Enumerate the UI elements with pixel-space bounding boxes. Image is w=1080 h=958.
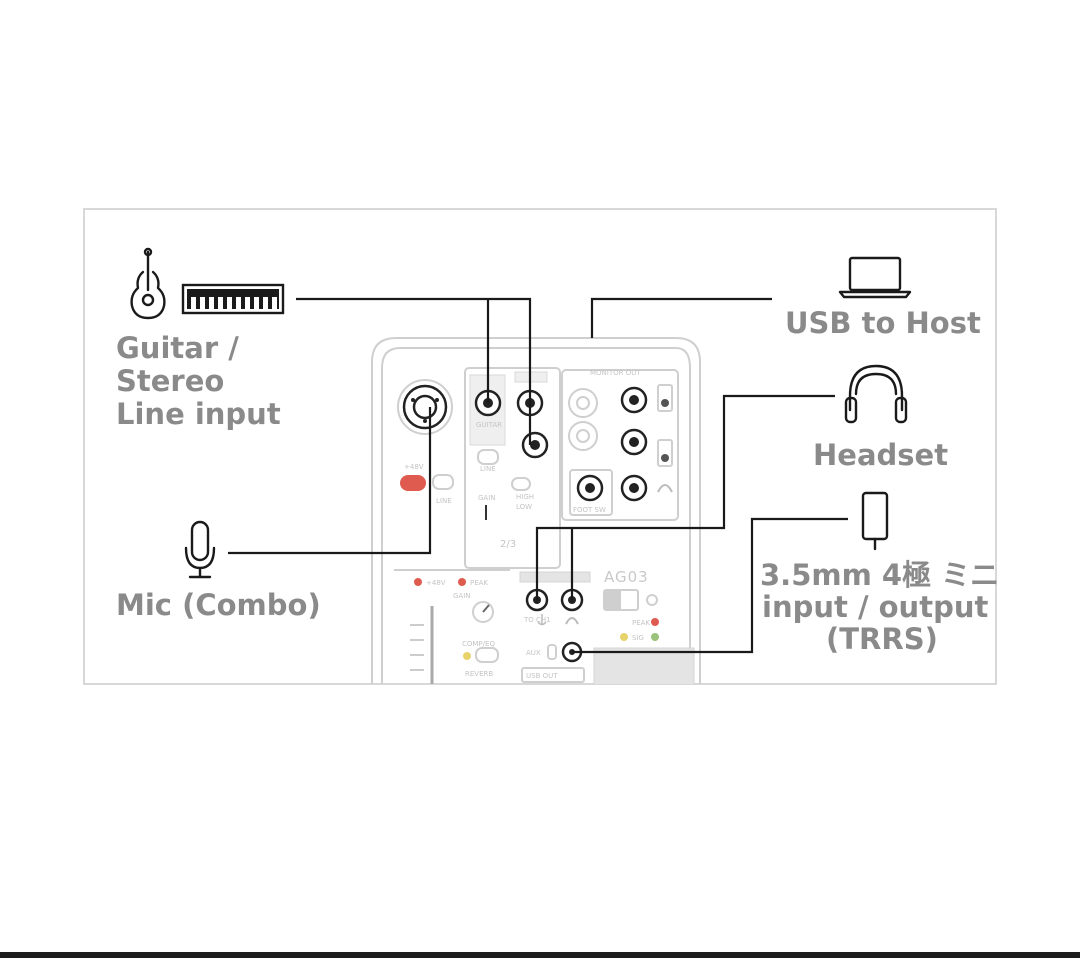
comp-button <box>475 647 499 663</box>
led-48v <box>414 578 422 586</box>
channel-text: 2/3 <box>500 539 516 550</box>
combo-pin-1 <box>411 398 415 402</box>
guitar-label-line1: Guitar / <box>116 331 239 365</box>
mic-label: Mic (Combo) <box>116 588 321 622</box>
laptop-icon <box>838 256 912 299</box>
monitor-out-text: MONITOR OUT <box>590 369 641 377</box>
high-text: HIGH <box>516 493 534 501</box>
guitar-icon <box>130 247 166 320</box>
monitor-switch-1-knob <box>661 399 669 407</box>
rca-r-inner <box>576 429 590 443</box>
phones-symbol <box>657 484 673 493</box>
line-jack-r-hole <box>530 440 540 450</box>
small-mic-symbol <box>537 614 547 626</box>
led-sig-left <box>620 633 628 641</box>
monitor-switch-2 <box>657 439 673 467</box>
bottom-right-panel <box>593 647 695 684</box>
gain-text-center: GAIN <box>478 494 496 502</box>
microphone-icon <box>184 520 216 579</box>
guitar-label-line3: Line input <box>116 397 281 431</box>
peak-right-text: PEAK <box>632 619 650 627</box>
led-peak <box>458 578 466 586</box>
led-48v-text: +48V <box>426 579 446 587</box>
wire-trrs <box>572 517 848 654</box>
trrs-label-line2: input / output <box>762 590 988 624</box>
headphones-icon <box>844 364 908 424</box>
wire-instrument <box>296 297 532 445</box>
model-name: AG03 <box>604 568 649 586</box>
device-body-inner <box>381 347 691 684</box>
rca-l-inner <box>576 396 590 410</box>
led-peak-right <box>651 618 659 626</box>
combo-pin-2 <box>435 398 439 402</box>
gain-text-strip: GAIN <box>453 592 471 600</box>
low-text: LOW <box>516 503 532 511</box>
smartphone-icon <box>861 491 889 551</box>
gain-switch <box>511 477 531 491</box>
bottom-border-bar <box>0 952 1080 958</box>
plus48v-text: +48V <box>404 463 424 471</box>
trrs-label-line1: 3.5mm 4極 ミニ <box>760 558 999 592</box>
combo-jack-outer <box>397 379 453 435</box>
foot-sw-jack-hole <box>585 483 595 493</box>
line-text-left: LINE <box>436 497 452 505</box>
headset-header <box>519 571 591 583</box>
foot-sw-text: FOOT SW <box>573 506 606 514</box>
small-phones-symbol <box>565 617 579 625</box>
rca-l-outer <box>568 388 598 418</box>
aux-slot <box>547 644 557 660</box>
keyboard-icon <box>181 283 285 315</box>
reverb-text: REVERB <box>465 670 493 678</box>
monitor-jack-l-hole <box>629 395 639 405</box>
monitor-switch-2-knob <box>661 454 669 462</box>
right-panel <box>561 369 679 521</box>
to-ch1-text: TO CH1 <box>523 616 551 624</box>
monitor-jack-r-hole <box>629 437 639 447</box>
comp-eq-text: COMP/EQ <box>462 640 495 648</box>
line-switch <box>432 474 454 490</box>
aux-text: AUX <box>526 649 541 657</box>
led-comp <box>463 652 471 660</box>
center-panel <box>464 367 561 569</box>
guitar-label-line2: Stereo <box>116 364 224 398</box>
combo-pin-3 <box>423 419 427 423</box>
power-switch-rocker <box>604 590 621 610</box>
sig-text: SIG <box>632 634 644 642</box>
device-body-outline <box>371 337 701 684</box>
usb-out-text: USB OUT <box>526 672 558 680</box>
wire-usb <box>590 297 772 338</box>
trrs-label-line3: (TRRS) <box>826 622 938 656</box>
phantom-power-button <box>400 475 426 491</box>
line-text-center: LINE <box>480 465 496 473</box>
headset-label: Headset <box>813 438 948 472</box>
usb-label: USB to Host <box>785 306 981 340</box>
led-sig-right <box>651 633 659 641</box>
wire-mic <box>228 407 432 555</box>
guitar-text: GUITAR <box>476 421 502 429</box>
usb-out-box <box>521 667 585 683</box>
gain-knob-pointer <box>482 604 490 613</box>
rca-r-outer <box>568 421 598 451</box>
guitar-line-switch <box>477 449 499 465</box>
foot-sw-box <box>569 469 613 516</box>
monitor-switch-1 <box>657 384 673 412</box>
wire-headset <box>535 394 835 600</box>
led-peak-text: PEAK <box>470 579 488 587</box>
phones-jack-hole <box>629 483 639 493</box>
power-icon <box>646 594 658 606</box>
connection-wires <box>228 297 848 654</box>
combo-jack-center <box>412 394 438 420</box>
combo-jack-ring <box>402 384 448 430</box>
